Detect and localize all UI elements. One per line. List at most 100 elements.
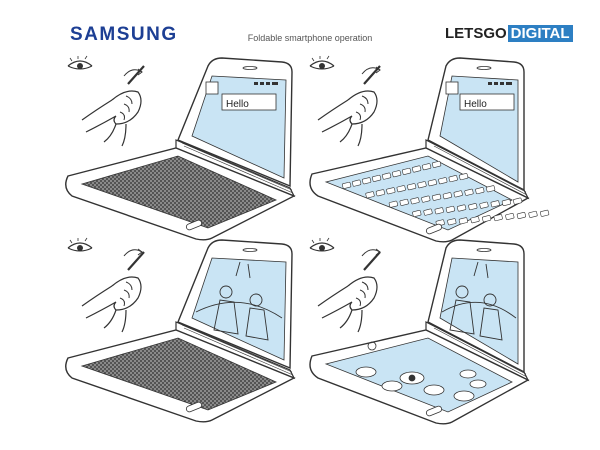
speaker-grille [476,66,492,70]
keyboard-key [432,160,442,168]
keyboard-key [352,179,362,187]
keyboard-area [324,155,513,231]
panel-top-left: Hello [65,55,296,241]
keyboard-key [365,191,375,199]
keyboard-key [396,185,406,193]
keyboard-key [402,167,412,175]
hello-text: Hello [226,99,249,110]
keyboard-key [459,173,469,181]
keyboard-key [417,181,427,189]
hand-icon [80,250,146,334]
keyboard-key [399,198,409,206]
video-scene [195,261,283,341]
speaker-grille [242,66,258,70]
signal-battery-icon [488,82,512,85]
keyboard-key [412,210,422,217]
keyboard-key [513,197,523,205]
control-button [381,380,403,392]
keyboard-key [482,215,492,223]
rotation-arrow-icon [123,248,143,257]
hand-icon [316,250,382,334]
keyboard-key [490,200,500,208]
signal-battery-icon [254,82,278,85]
figure-subtitle: Foldable smartphone operation [247,33,373,43]
keyboard-key [410,197,420,205]
keyboard-key [438,177,448,185]
panel-bottom-right [309,237,530,425]
home-button [185,219,203,231]
keyboard-key [427,179,437,187]
keyboard-key [422,163,432,171]
keyboard-key [486,185,496,193]
keyboard-key [540,209,550,217]
textured-surface [80,155,278,229]
control-button [355,366,377,378]
keyboard-key [528,210,538,218]
keyboard-key [412,165,422,173]
home-button [425,223,443,235]
keyboard-key [445,205,455,213]
speaker-grille [476,248,492,252]
video-scene [441,261,517,341]
control-button [459,369,477,379]
settings-icon [367,341,377,351]
contact-icon [445,81,459,95]
keyboard-key [442,192,452,200]
eye-icon [67,237,93,252]
panel-bottom-left [65,237,296,423]
keyboard-key [457,204,467,212]
panel-top-right: Hello [309,55,550,243]
keyboard-key [493,214,503,222]
hand-icon [80,64,146,148]
eye-icon [67,55,93,70]
keyboard-key [382,172,392,180]
keyboard-key [392,170,402,178]
keyboard-key [468,203,478,211]
watermark-text-right: DIGITAL [507,25,573,42]
keyboard-key [434,207,444,215]
phone-screen [191,257,287,361]
keyboard-key [388,200,398,208]
hand-icon [316,64,382,148]
keyboard-key [475,187,485,195]
contact-icon [205,81,219,95]
keyboard-key [458,217,468,225]
message-bubble [221,93,277,111]
keyboard-key [464,188,474,196]
control-buttons [355,366,487,402]
keyboard-key [421,195,431,203]
samsung-logo: SAMSUNG [70,24,178,45]
keyboard-key [453,190,463,198]
message-bubble [459,93,515,111]
keyboard-key [432,193,442,201]
home-button [425,405,443,417]
keyboard-key [407,183,417,191]
eye-icon [309,237,335,252]
control-button [423,384,445,396]
keyboard-key [386,187,396,195]
keyboard-key [423,208,433,216]
keyboard-key [375,189,385,197]
keyboard [342,160,550,227]
keyboard-key [447,218,457,226]
keyboard-key [505,213,515,220]
phone-screen [439,257,519,365]
control-button [469,379,487,389]
keyboard-key [479,201,489,209]
keyboard-key [448,175,458,183]
speaker-grille [242,248,258,252]
keyboard-key [470,216,480,224]
home-button [185,401,203,413]
keyboard-key [342,181,352,189]
eye-icon [309,55,335,70]
keyboard-key [362,177,372,185]
control-button [453,390,475,402]
textured-surface [80,337,278,411]
keyboard-key [501,199,511,206]
hello-text: Hello [464,99,487,110]
keyboard-key [372,174,382,182]
keyboard-key [516,212,526,219]
watermark-text-left: LETSGO [445,25,507,42]
